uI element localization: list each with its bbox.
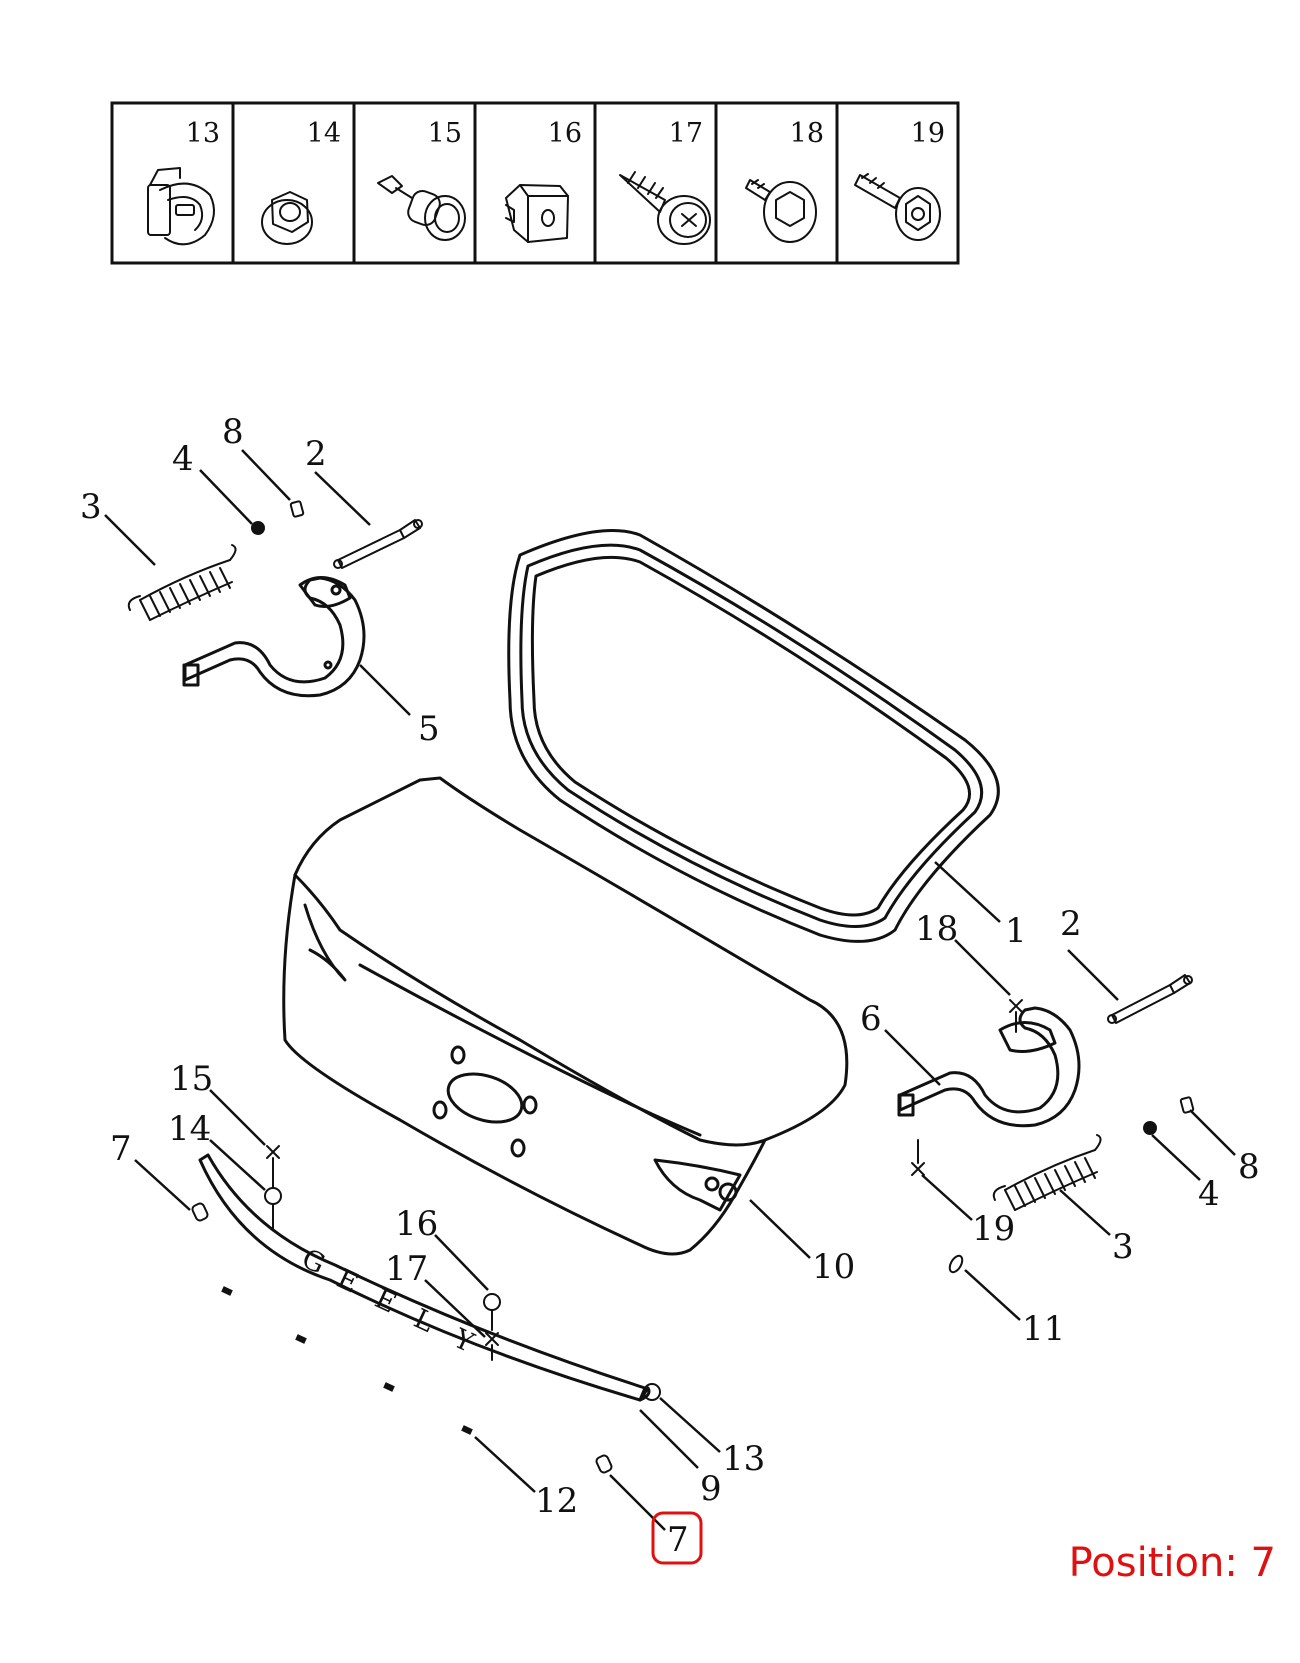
garnish-clips (221, 1286, 473, 1435)
callout-7-left[interactable]: 7 (110, 1129, 132, 1169)
trunk-lid (282, 776, 849, 1256)
selected-position-label: Position: 7 (1068, 1540, 1276, 1586)
callout-2-left[interactable]: 2 (305, 434, 327, 474)
callout-12[interactable]: 12 (535, 1481, 578, 1521)
spring-right (992, 1134, 1102, 1211)
callout-18[interactable]: 18 (915, 909, 958, 949)
hinge-left (182, 576, 366, 698)
hex-bolt-washer-icon (745, 179, 817, 243)
clip-icon (147, 167, 215, 246)
pin-left (289, 500, 305, 518)
callout-4-left[interactable]: 4 (172, 439, 194, 479)
o-ring (948, 1254, 964, 1274)
tapping-screw-icon (619, 171, 711, 245)
callout-8-right[interactable]: 8 (1238, 1147, 1260, 1187)
callouts: 8 4 2 3 5 1 2 18 6 8 4 19 3 (80, 412, 1260, 1565)
pin-right (1179, 1096, 1195, 1114)
weatherstrip-seal (507, 529, 1000, 943)
callout-2-right[interactable]: 2 (1060, 904, 1082, 944)
plug-pin-icon (377, 175, 466, 241)
hex-nut-icon (261, 191, 313, 245)
table-number-16: 16 (548, 118, 582, 149)
callout-1[interactable]: 1 (1005, 911, 1027, 951)
callout-5[interactable]: 5 (418, 709, 440, 749)
table-number-14: 14 (307, 118, 341, 149)
callout-19[interactable]: 19 (972, 1209, 1015, 1249)
callout-3-left[interactable]: 3 (80, 487, 102, 527)
callout-10[interactable]: 10 (812, 1247, 855, 1287)
buffer-bottom (595, 1454, 613, 1474)
gas-strut-left (333, 519, 423, 569)
garnish-letter-l: L (409, 1303, 438, 1339)
callout-17[interactable]: 17 (385, 1249, 428, 1289)
fastener-table: 13 14 15 16 17 18 19 (110, 101, 960, 265)
table-number-19: 19 (911, 118, 945, 149)
callout-11[interactable]: 11 (1022, 1309, 1065, 1349)
callout-3-right[interactable]: 3 (1112, 1227, 1134, 1267)
grommet-icon (505, 184, 569, 243)
callout-16[interactable]: 16 (395, 1204, 438, 1244)
bumper-left (251, 521, 265, 535)
callout-14[interactable]: 14 (168, 1109, 211, 1149)
spring-left (127, 544, 237, 621)
table-number-18: 18 (790, 118, 824, 149)
callout-8-left[interactable]: 8 (222, 412, 244, 452)
callout-13[interactable]: 13 (722, 1439, 765, 1479)
selected-callout-highlight (651, 1511, 703, 1565)
callout-7-selected[interactable]: 7 (667, 1520, 689, 1560)
bumper-right (1143, 1121, 1157, 1135)
flange-bolt-icon (854, 173, 941, 241)
table-number-15: 15 (428, 118, 462, 149)
gas-strut-right (1107, 974, 1193, 1024)
callout-9[interactable]: 9 (700, 1469, 722, 1509)
callout-6[interactable]: 6 (860, 999, 882, 1039)
callout-15[interactable]: 15 (170, 1059, 213, 1099)
buffer-left (191, 1202, 209, 1222)
fastener-marks (264, 999, 1023, 1401)
table-number-13: 13 (186, 118, 220, 149)
hinge-right (897, 1006, 1081, 1128)
table-number-17: 17 (669, 118, 703, 149)
callout-4-right[interactable]: 4 (1198, 1174, 1220, 1214)
